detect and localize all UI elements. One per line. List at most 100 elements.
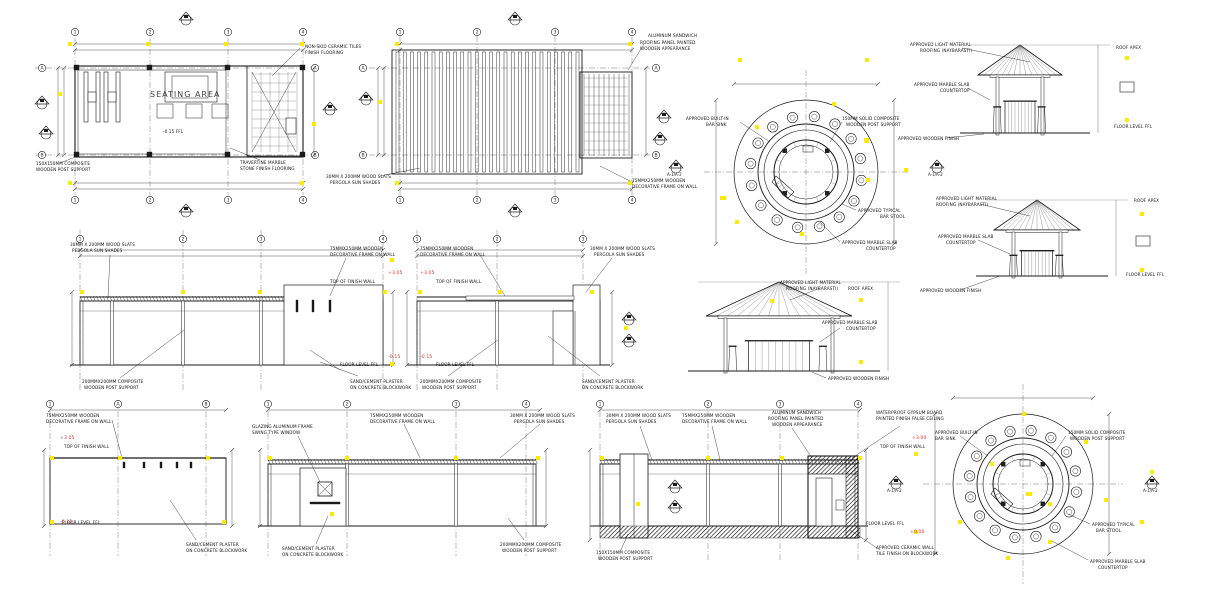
sand-cement-label-3: SAND/CEMENT PLASTER	[186, 542, 239, 547]
slat	[453, 51, 457, 173]
roof-rib	[994, 493, 1000, 497]
slat-section	[482, 458, 485, 465]
slat-section	[429, 458, 432, 465]
elev-post	[706, 463, 710, 527]
roof-line	[778, 281, 832, 317]
grid-bubble	[299, 28, 307, 36]
marble-slab-label: APPROVED MARBLE SLAB	[842, 240, 898, 245]
section-arrow	[34, 95, 50, 105]
grid-label: 1	[599, 402, 602, 408]
grid-bubble	[628, 28, 636, 36]
dimension-tick	[72, 180, 78, 186]
leader-line	[499, 423, 541, 459]
stool-seat	[816, 223, 823, 230]
roof-rib	[1000, 501, 1006, 507]
post	[73, 64, 80, 71]
slat-section	[675, 458, 679, 465]
bar-stool	[1004, 426, 1016, 438]
stool-seat	[966, 473, 973, 479]
grid-label: 2	[149, 198, 152, 204]
roof-rib	[775, 159, 782, 162]
roof-rib	[816, 196, 819, 203]
wooden-75-elev-label-3: 75MMX250MM WOODEN	[46, 413, 100, 418]
roof-rib	[1000, 461, 1006, 467]
bar-sink-label-2: BAR SINK	[706, 122, 727, 127]
counter-ring	[976, 437, 1070, 531]
slat-section	[281, 295, 284, 302]
grid-label: 1	[399, 198, 402, 204]
stool-leg	[735, 346, 737, 372]
yellow-dimension-marker	[914, 452, 918, 456]
yellow-dimension-marker	[50, 456, 54, 460]
kitchen-room	[246, 65, 304, 157]
level-top-1: +3.05	[388, 271, 403, 276]
yellow-dimension-marker	[395, 42, 399, 46]
grid-label: 3	[227, 30, 230, 36]
dimension-tick	[731, 81, 737, 87]
composite-elev-label: 200MMX200MM COMPOSITE	[82, 379, 144, 384]
slat-section	[211, 295, 215, 302]
grid-label: 4	[302, 30, 305, 36]
elev-post	[830, 317, 835, 374]
slat-section	[396, 458, 399, 465]
wall-cleat	[295, 299, 299, 313]
slat-section	[185, 295, 188, 302]
bar-stool	[1009, 531, 1021, 543]
slat-section	[165, 295, 168, 302]
slat-section	[182, 295, 185, 302]
slat-section	[129, 295, 132, 302]
slat	[510, 51, 515, 173]
bar-sink-label: APPROVED BUILT-IN	[686, 116, 729, 121]
slat-section	[672, 458, 675, 465]
elev-post	[454, 463, 458, 527]
dimension-tick	[643, 65, 649, 71]
lounge-inner	[171, 75, 209, 99]
bar-stool	[855, 174, 867, 186]
bar-counter	[1004, 100, 1036, 134]
grid-bubble	[493, 235, 501, 243]
grid-label: 4	[302, 198, 305, 204]
dimension-tick	[257, 523, 263, 529]
section-fill	[1150, 479, 1154, 482]
yellow-dimension-marker	[258, 290, 262, 294]
section-arrow	[178, 203, 194, 213]
slat-section	[89, 295, 93, 302]
grid-label: 1	[74, 30, 77, 36]
slat-section	[297, 458, 300, 465]
slat-section	[215, 295, 218, 302]
roof-line	[983, 44, 1021, 76]
slat-section	[731, 458, 735, 465]
section-arrow	[621, 333, 637, 343]
grid-bubble	[257, 235, 265, 243]
slat-section	[609, 458, 613, 465]
slat-section	[132, 295, 135, 302]
yellow-dimension-marker	[206, 456, 210, 460]
yellow-dimension-marker	[345, 456, 349, 460]
leader-line	[841, 203, 857, 211]
level-bot-3: -0.15	[60, 520, 73, 525]
slat-section	[83, 295, 86, 302]
slat-section	[145, 295, 149, 302]
slat-section	[472, 458, 475, 465]
stool-seat	[832, 121, 838, 127]
stool-seat	[1073, 489, 1080, 495]
dimension-tick	[597, 407, 603, 413]
slat-section	[652, 458, 655, 465]
leader-line	[107, 254, 111, 299]
leader-line	[739, 121, 771, 143]
section-fill	[674, 163, 678, 166]
fascia	[989, 74, 1051, 78]
dimension-tick	[543, 523, 549, 529]
dimension-tick	[55, 152, 61, 158]
section-arrow	[667, 499, 683, 509]
slat-section	[721, 458, 725, 465]
slat-section	[479, 458, 482, 465]
slat-section	[205, 295, 208, 302]
roof-rib	[816, 141, 819, 148]
stool-seat	[976, 513, 983, 519]
counter-inner	[763, 129, 849, 215]
stool-seat	[789, 114, 796, 121]
decorative-frame-elev-label: DECORATIVE FRAME ON WALL	[330, 252, 396, 257]
slat-section	[208, 295, 211, 302]
kiosk-elevations	[688, 44, 1151, 379]
